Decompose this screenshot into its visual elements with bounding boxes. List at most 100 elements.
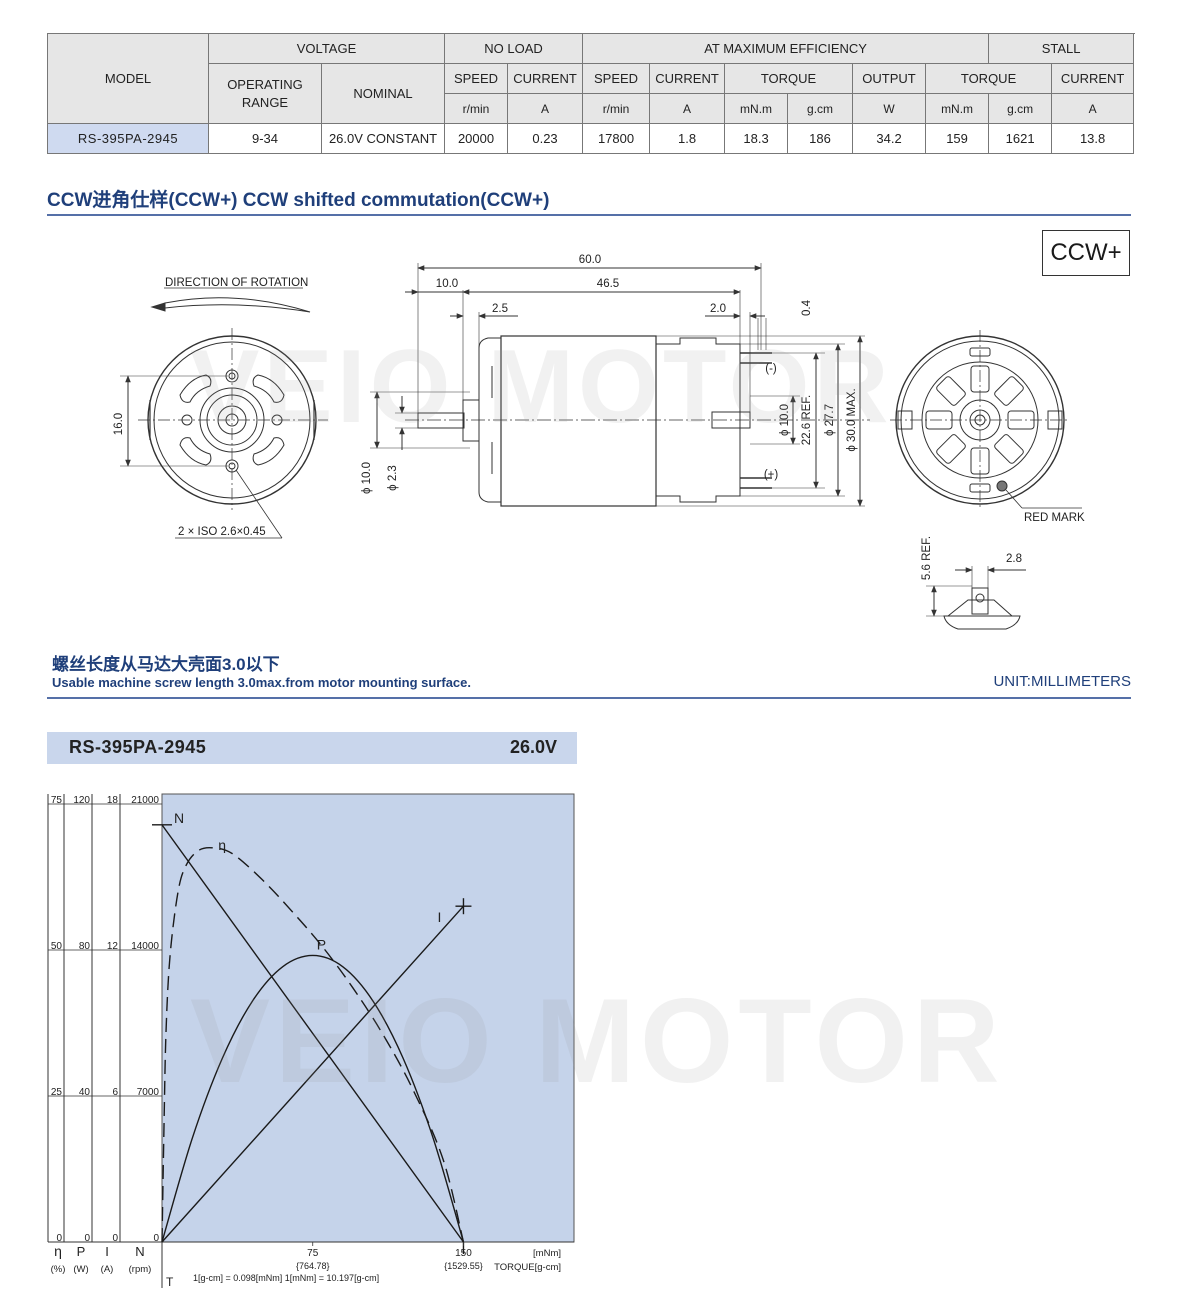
eta-unit: (%) xyxy=(51,1264,66,1275)
me-output-header: OUTPUT xyxy=(852,63,927,94)
unit-gcm: g.cm xyxy=(988,93,1053,124)
unit-mnm: mN.m xyxy=(925,93,990,124)
perf-voltage: 26.0V xyxy=(509,737,557,757)
n-unit: (rpm) xyxy=(129,1264,152,1275)
voltage-header: VOLTAGE xyxy=(207,33,446,64)
y-tick-label: 25 xyxy=(51,1087,63,1098)
front-view xyxy=(120,287,328,539)
y-tick-label: 120 xyxy=(73,795,90,806)
divider xyxy=(47,214,1131,216)
nl-current-header: CURRENT xyxy=(507,63,584,94)
dim-60: 60.0 xyxy=(579,254,601,266)
series-label: I xyxy=(437,909,441,925)
eta-symbol: η xyxy=(54,1243,62,1259)
screw-label: 2 × ISO 2.6×0.45 xyxy=(178,526,266,538)
ccw-badge: CCW+ xyxy=(1042,230,1130,276)
plot-area xyxy=(161,793,575,1243)
ref-5-6: 5.6 REF. xyxy=(921,536,933,580)
unit-a: A xyxy=(649,93,726,124)
dim-2-0: 2.0 xyxy=(710,303,726,315)
series-label: η xyxy=(218,837,226,853)
x-tick-label-gcm: {1529.55} xyxy=(444,1261,483,1271)
y-tick-label: 0 xyxy=(153,1233,159,1244)
terminal-detail xyxy=(926,566,1026,630)
series-label: P xyxy=(317,936,326,952)
series-label: N xyxy=(174,810,184,826)
me-speed-value: 17800 xyxy=(582,123,651,154)
dim-46-5: 46.5 xyxy=(597,278,619,290)
stall-header: STALL xyxy=(988,33,1135,64)
section-title: CCW进角仕样(CCW+) CCW shifted commutation(CC… xyxy=(47,190,550,211)
unit-mnm: mN.m xyxy=(724,93,789,124)
minus-terminal: (-) xyxy=(765,363,777,375)
y-tick-label: 40 xyxy=(79,1087,91,1098)
screw-note-cn: 螺丝长度从马达大壳面3.0以下 xyxy=(52,655,280,674)
dia-27-7: ϕ 27.7 xyxy=(824,404,836,436)
ref-22-6: 22.6 REF. xyxy=(801,395,813,446)
side-view xyxy=(370,263,870,507)
screw-note-en: Usable machine screw length 3.0max.from … xyxy=(52,675,471,690)
unit-a: A xyxy=(507,93,584,124)
y-tick-label: 18 xyxy=(107,795,119,806)
plus-terminal: (+) xyxy=(764,469,779,481)
dim-0-4: 0.4 xyxy=(801,299,813,316)
me-current-value: 1.8 xyxy=(649,123,726,154)
y-tick-label: 6 xyxy=(112,1087,118,1098)
series-i-line xyxy=(161,905,464,1243)
series-n-line xyxy=(161,824,465,1243)
unit-w: W xyxy=(852,93,927,124)
y-tick-label: 0 xyxy=(84,1233,90,1244)
performance-header: RS-395PA-2945 26.0V xyxy=(47,732,577,764)
me-current-header: CURRENT xyxy=(649,63,726,94)
dim-2-5: 2.5 xyxy=(492,303,508,315)
st-torque-mnm-value: 159 xyxy=(925,123,990,154)
x-tick-label: 150 xyxy=(455,1248,472,1259)
me-speed-header: SPEED xyxy=(582,63,651,94)
dia-30-max: ϕ 30.0 MAX. xyxy=(846,388,858,451)
y-tick-label: 14000 xyxy=(131,941,159,952)
x-axis-label: TORQUE[g-cm] xyxy=(494,1262,561,1273)
spec-table: MODEL VOLTAGE NO LOAD AT MAXIMUM EFFICIE… xyxy=(47,33,1135,154)
series-p-line xyxy=(161,954,465,1243)
x-tick-label: 75 xyxy=(307,1248,319,1259)
n-symbol: N xyxy=(135,1244,144,1259)
conversion-note: 1[g-cm] = 0.098[mNm] 1[mNm] = 10.197[g-c… xyxy=(193,1273,379,1283)
me-torque-mnm-value: 18.3 xyxy=(724,123,789,154)
st-torque-gcm-value: 1621 xyxy=(988,123,1053,154)
p-symbol: P xyxy=(77,1244,86,1259)
series-eta-line xyxy=(161,846,465,1243)
no-load-header: NO LOAD xyxy=(444,33,584,64)
model-value: RS-395PA-2945 xyxy=(47,123,209,154)
st-current-value: 13.8 xyxy=(1051,123,1135,154)
dia-10-left: ϕ 10.0 xyxy=(361,462,373,494)
me-output-value: 34.2 xyxy=(852,123,927,154)
nominal-header: NOMINAL xyxy=(320,63,446,124)
unit-a: A xyxy=(1051,93,1135,124)
unit-gcm: g.cm xyxy=(787,93,854,124)
y-tick-label: 0 xyxy=(56,1233,62,1244)
i-unit: (A) xyxy=(101,1264,114,1275)
nl-speed-value: 20000 xyxy=(444,123,509,154)
dia-10-right: ϕ 10.0 xyxy=(779,404,791,436)
direction-label: DIRECTION OF ROTATION xyxy=(165,277,308,289)
y-tick-label: 7000 xyxy=(137,1087,160,1098)
st-current-header: CURRENT xyxy=(1051,63,1135,94)
dim-10: 10.0 xyxy=(436,278,458,290)
unit-rmin: r/min xyxy=(582,93,651,124)
motor-drawing: DIRECTION OF ROTATION 16.0 2 × ISO 2.6×0… xyxy=(113,254,1085,630)
divider xyxy=(47,697,1131,699)
dim-16: 16.0 xyxy=(113,413,125,435)
st-torque-header: TORQUE xyxy=(925,63,1053,94)
perf-model: RS-395PA-2945 xyxy=(69,737,207,757)
model-header: MODEL xyxy=(47,33,209,124)
rear-view xyxy=(890,330,1082,510)
unit-rmin: r/min xyxy=(444,93,509,124)
dim-2-8: 2.8 xyxy=(1006,553,1022,565)
nl-speed-header: SPEED xyxy=(444,63,509,94)
me-torque-gcm-value: 186 xyxy=(787,123,854,154)
operating-range-header: OPERATING RANGE xyxy=(208,63,322,124)
y-tick-label: 21000 xyxy=(131,795,159,806)
red-mark-label: RED MARK xyxy=(1024,512,1085,524)
operating-range-value: 9-34 xyxy=(208,123,322,154)
